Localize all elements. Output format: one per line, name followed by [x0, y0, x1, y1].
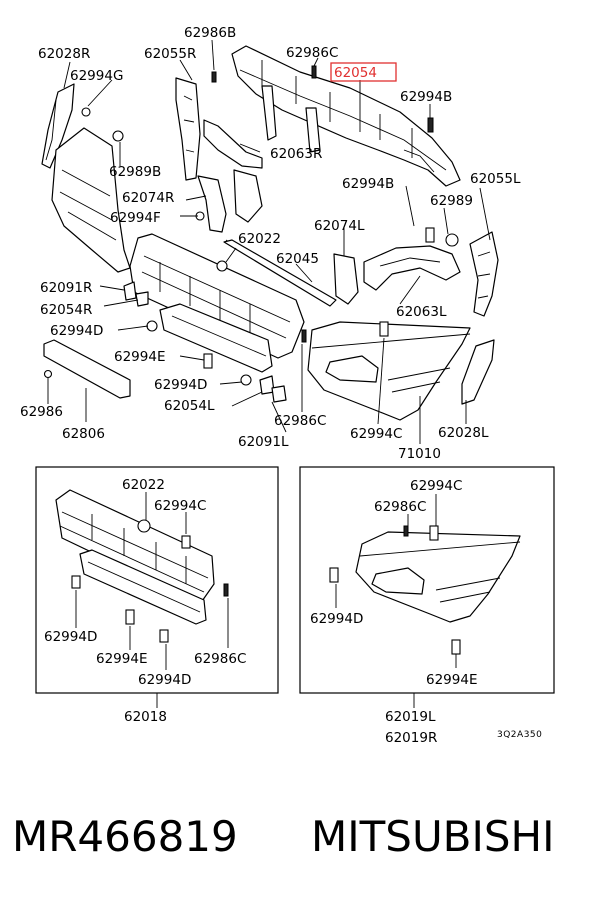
label-62022-main: 62022: [238, 231, 281, 247]
label-62994B-mid: 62994B: [342, 176, 394, 192]
clips: [123, 281, 287, 403]
label-62028L: 62028L: [438, 425, 489, 441]
inset2-leader-lines: [335, 494, 457, 708]
bracket-62074R: [197, 169, 263, 233]
label-62054: 62054: [334, 65, 377, 81]
label-inset2-62994E: 62994E: [426, 672, 477, 688]
label-71010: 71010: [398, 446, 441, 462]
label-62018: 62018: [124, 709, 167, 725]
label-62063L: 62063L: [396, 304, 447, 320]
label-62986C-top: 62986C: [286, 45, 338, 61]
upper-reinforcement-62054: [231, 45, 461, 187]
inset1-grille-assembly: [55, 489, 215, 625]
lower-spoiler: [159, 303, 273, 373]
moulding-62045: [223, 239, 337, 307]
label-62806: 62806: [62, 426, 105, 442]
label-62994E-main: 62994E: [114, 349, 165, 365]
bumper-cover-main: [51, 127, 131, 273]
bracket-62063R: [203, 119, 263, 169]
front-grille-62022: [129, 233, 305, 359]
label-62994G: 62994G: [70, 68, 123, 84]
label-62055L: 62055L: [470, 171, 521, 187]
label-62989: 62989: [430, 193, 473, 209]
label-inset1-62994C: 62994C: [154, 498, 206, 514]
label-inset1-62994D-2: 62994D: [138, 672, 191, 688]
label-62986C-main: 62986C: [274, 413, 326, 429]
bumper-cover-71010: [307, 321, 471, 421]
label-62994D-main2: 62994D: [154, 377, 207, 393]
part-labels: 62028R 62994G 62986B 62055R 62986C 62054…: [20, 25, 542, 746]
center-brackets: [261, 85, 321, 153]
label-62989B: 62989B: [109, 164, 161, 180]
side-piece-62028L: [461, 339, 495, 405]
label-inset1-62994D: 62994D: [44, 629, 97, 645]
label-inset2-62986C: 62986C: [374, 499, 426, 515]
label-inset1-62022: 62022: [122, 477, 165, 493]
inset2-bumper-corner: [355, 531, 521, 623]
plate-62806: [43, 339, 131, 399]
highlight-box-62054: [330, 62, 397, 82]
label-62045: 62045: [276, 251, 319, 267]
label-62994F: 62994F: [110, 210, 161, 226]
label-62986: 62986: [20, 404, 63, 420]
label-62054R: 62054R: [40, 302, 92, 318]
inset1-leader-lines: [75, 492, 229, 708]
diagram-code: 3Q2A350: [497, 730, 542, 740]
part-number: MR466819: [12, 812, 238, 861]
label-inset1-62986C: 62986C: [194, 651, 246, 667]
label-62019R: 62019R: [385, 730, 437, 746]
label-inset2-62994D: 62994D: [310, 611, 363, 627]
label-inset2-62994C: 62994C: [410, 478, 462, 494]
inset2-fasteners: [329, 525, 461, 655]
label-62055R: 62055R: [144, 46, 196, 62]
label-inset1-62994E: 62994E: [96, 651, 147, 667]
inset1-fasteners: [71, 519, 229, 643]
inset-box-62019: [299, 466, 555, 694]
leader-lines-main: [47, 39, 491, 444]
label-62063R: 62063R: [270, 146, 322, 162]
label-62986B: 62986B: [184, 25, 236, 41]
side-stay-62055R: [175, 77, 201, 181]
side-stay-62055L: [469, 231, 499, 317]
brand-name: MITSUBISHI: [311, 812, 555, 861]
bracket-62074L: [333, 253, 359, 305]
label-62054L: 62054L: [164, 398, 215, 414]
bracket-62063L: [363, 245, 461, 291]
label-62074L: 62074L: [314, 218, 365, 234]
label-62091L: 62091L: [238, 434, 289, 450]
label-62994D-main: 62994D: [50, 323, 103, 339]
label-62994C-main: 62994C: [350, 426, 402, 442]
label-62091R: 62091R: [40, 280, 92, 296]
label-62028R: 62028R: [38, 46, 90, 62]
bumper-parts-diagram: 62028R 62994G 62986B 62055R 62986C 62054…: [20, 25, 555, 746]
label-62994B-top: 62994B: [400, 89, 452, 105]
label-62019L: 62019L: [385, 709, 436, 725]
label-62074R: 62074R: [122, 190, 174, 206]
